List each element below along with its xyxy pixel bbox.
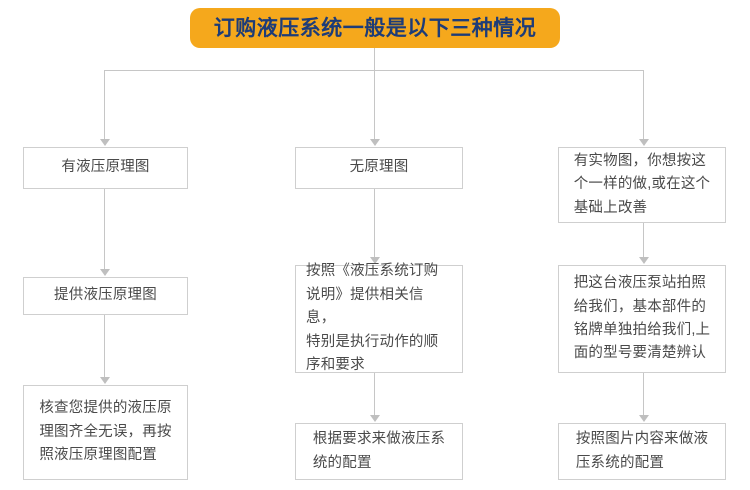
page-title: 订购液压系统一般是以下三种情况 (213, 16, 537, 40)
connector-b3-s2-to-s3 (643, 373, 644, 415)
connector-b2-s1-to-s2 (374, 189, 375, 257)
connector-root-to-b1 (104, 70, 105, 140)
branch-2-step-3-label: 根据要求来做液压系 统的配置 (312, 431, 446, 471)
branch-3-step-2-label: 把这台液压泵站拍照 给我们，基本部件的 铭牌单独拍给我们,上 面的型号要清楚辨认 (573, 275, 711, 362)
arrow-root-to-b1 (100, 139, 110, 146)
connector-b1-s1-to-s2 (104, 189, 105, 269)
arrow-b2-s2-to-s3 (370, 415, 380, 422)
branch-1-step-2-label: 提供液压原理图 (54, 287, 157, 304)
connector-b1-s2-to-s3 (104, 315, 105, 377)
branch-1-step-1-label: 有液压原理图 (61, 159, 150, 176)
branch-1-step-2-box[interactable]: 提供液压原理图 (23, 277, 188, 315)
branch-1-step-3-label: 核查您提供的液压原 理图齐全无误，再按 照液压原理图配置 (39, 400, 172, 464)
branch-2-step-1-label: 无原理图 (349, 159, 409, 176)
connector-b3-s1-to-s2 (643, 223, 644, 257)
arrow-b2-s1-to-s2 (370, 257, 380, 264)
branch-2-step-2-box[interactable]: 按照《液压系统订购 说明》提供相关信息， 特别是执行动作的顺 序和要求 (295, 263, 463, 373)
flowchart-title-banner: 订购液压系统一般是以下三种情况 (190, 8, 560, 48)
connector-root-to-b3 (643, 70, 644, 140)
branch-2-step-2-label: 按照《液压系统订购 说明》提供相关信息， 特别是执行动作的顺 序和要求 (306, 263, 439, 374)
arrow-b3-s2-to-s3 (639, 415, 649, 422)
branch-3-step-2-box[interactable]: 把这台液压泵站拍照 给我们，基本部件的 铭牌单独拍给我们,上 面的型号要清楚辨认 (558, 265, 726, 373)
arrow-b3-s1-to-s2 (639, 257, 649, 264)
branch-2-step-3-box[interactable]: 根据要求来做液压系 统的配置 (295, 423, 463, 480)
connector-b2-s2-to-s3 (374, 373, 375, 415)
branch-1-step-1-box[interactable]: 有液压原理图 (23, 147, 188, 189)
branch-2-step-1-box[interactable]: 无原理图 (295, 147, 463, 189)
arrow-b1-s1-to-s2 (100, 269, 110, 276)
branch-3-step-3-label: 按照图片内容来做液 压系统的配置 (575, 431, 709, 471)
connector-root-to-b2 (374, 70, 375, 140)
branch-3-step-1-label: 有实物图，你想按这 个一样的做,或在这个 基础上改善 (573, 152, 711, 216)
branch-3-step-3-box[interactable]: 按照图片内容来做液 压系统的配置 (558, 423, 726, 480)
connector-root-stem (374, 48, 375, 70)
branch-3-step-1-box[interactable]: 有实物图，你想按这 个一样的做,或在这个 基础上改善 (558, 147, 726, 223)
arrow-root-to-b2 (370, 139, 380, 146)
arrow-b1-s2-to-s3 (100, 377, 110, 384)
branch-1-step-3-box[interactable]: 核查您提供的液压原 理图齐全无误，再按 照液压原理图配置 (23, 385, 188, 480)
arrow-root-to-b3 (639, 139, 649, 146)
